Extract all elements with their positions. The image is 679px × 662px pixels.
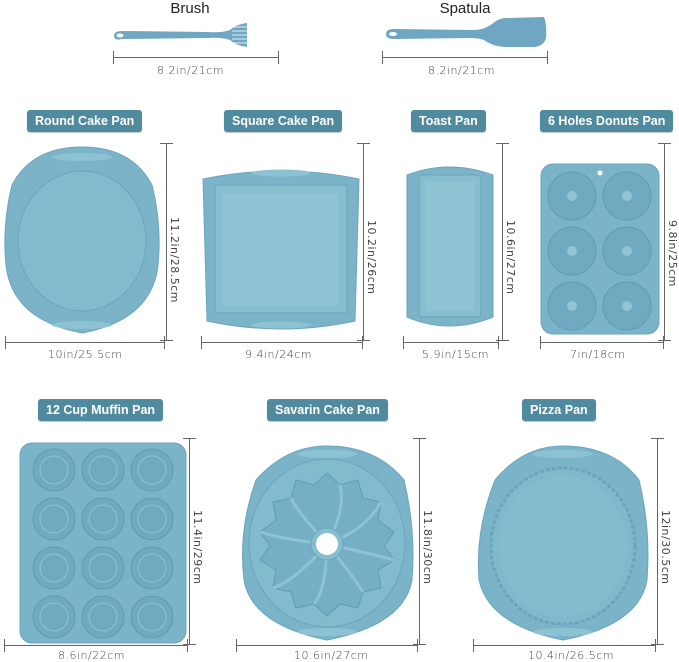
toast-pan-width: 5.9in/15cm — [422, 348, 489, 361]
round-cake-pan-width: 10in/25.5cm — [48, 348, 123, 361]
round-cake-pan-label: Round Cake Pan — [27, 110, 143, 132]
muffin-pan-label: 12 Cup Muffin Pan — [38, 399, 164, 421]
pizza-pan-height: 12in/30.5cm — [659, 510, 672, 585]
brush-dimension-line — [113, 51, 279, 64]
toast-pan-width-line — [403, 336, 499, 349]
donut-pan-width: 7in/18cm — [570, 348, 626, 361]
toast-pan-image — [406, 166, 494, 327]
square-cake-pan-width: 9.4in/24cm — [245, 348, 312, 361]
round-cake-pan-width-line — [5, 336, 165, 349]
spatula-title: Spatula — [439, 0, 491, 17]
round-cake-pan-height-line — [160, 143, 173, 341]
spatula-size: 8.2in/21cm — [428, 64, 495, 77]
donut-pan-height: 9.8in/25cm — [666, 220, 679, 287]
spatula-dimension-line — [382, 51, 548, 64]
savarin-pan-label: Savarin Cake Pan — [267, 399, 388, 421]
square-cake-pan-height-line — [357, 143, 370, 341]
spatula-icon — [386, 17, 547, 47]
savarin-pan-width: 10.6in/27cm — [294, 649, 369, 662]
pizza-pan-width: 10.4in/26.5cm — [528, 649, 614, 662]
brush-icon — [114, 23, 247, 47]
donut-pan-width-line — [540, 336, 664, 349]
donut-pan-height-line — [658, 143, 671, 341]
pizza-pan-height-line — [651, 438, 664, 645]
brush-size: 8.2in/21cm — [157, 64, 224, 77]
muffin-pan-height: 11.4in/29cm — [191, 510, 204, 585]
muffin-pan-width: 8.6in/22cm — [58, 649, 125, 662]
square-cake-pan-height: 10.2in/26cm — [365, 220, 378, 295]
muffin-pan-width-line — [4, 639, 188, 652]
round-cake-pan-height: 11.2in/28.5cm — [168, 217, 181, 303]
donut-pan-label: 6 Holes Donuts Pan — [540, 110, 674, 132]
savarin-pan-height-line — [413, 438, 426, 645]
pizza-pan-width-line — [473, 639, 656, 652]
square-cake-pan-image — [202, 169, 360, 330]
muffin-pan-height-line — [183, 438, 196, 645]
muffin-pan-image — [19, 442, 187, 644]
toast-pan-height-line — [496, 143, 509, 341]
savarin-pan-width-line — [236, 639, 418, 652]
toast-pan-height: 10.6in/27cm — [504, 220, 517, 295]
pizza-pan-image — [477, 445, 649, 641]
donut-pan-image — [540, 163, 660, 335]
savarin-pan-height: 11.8in/30cm — [421, 510, 434, 585]
toast-pan-label: Toast Pan — [411, 110, 486, 132]
brush-title: Brush — [170, 0, 210, 17]
pizza-pan-label: Pizza Pan — [522, 399, 596, 421]
savarin-pan-image — [242, 445, 414, 641]
round-cake-pan-image — [4, 146, 160, 334]
square-cake-pan-label: Square Cake Pan — [224, 110, 343, 132]
square-cake-pan-width-line — [201, 336, 363, 349]
